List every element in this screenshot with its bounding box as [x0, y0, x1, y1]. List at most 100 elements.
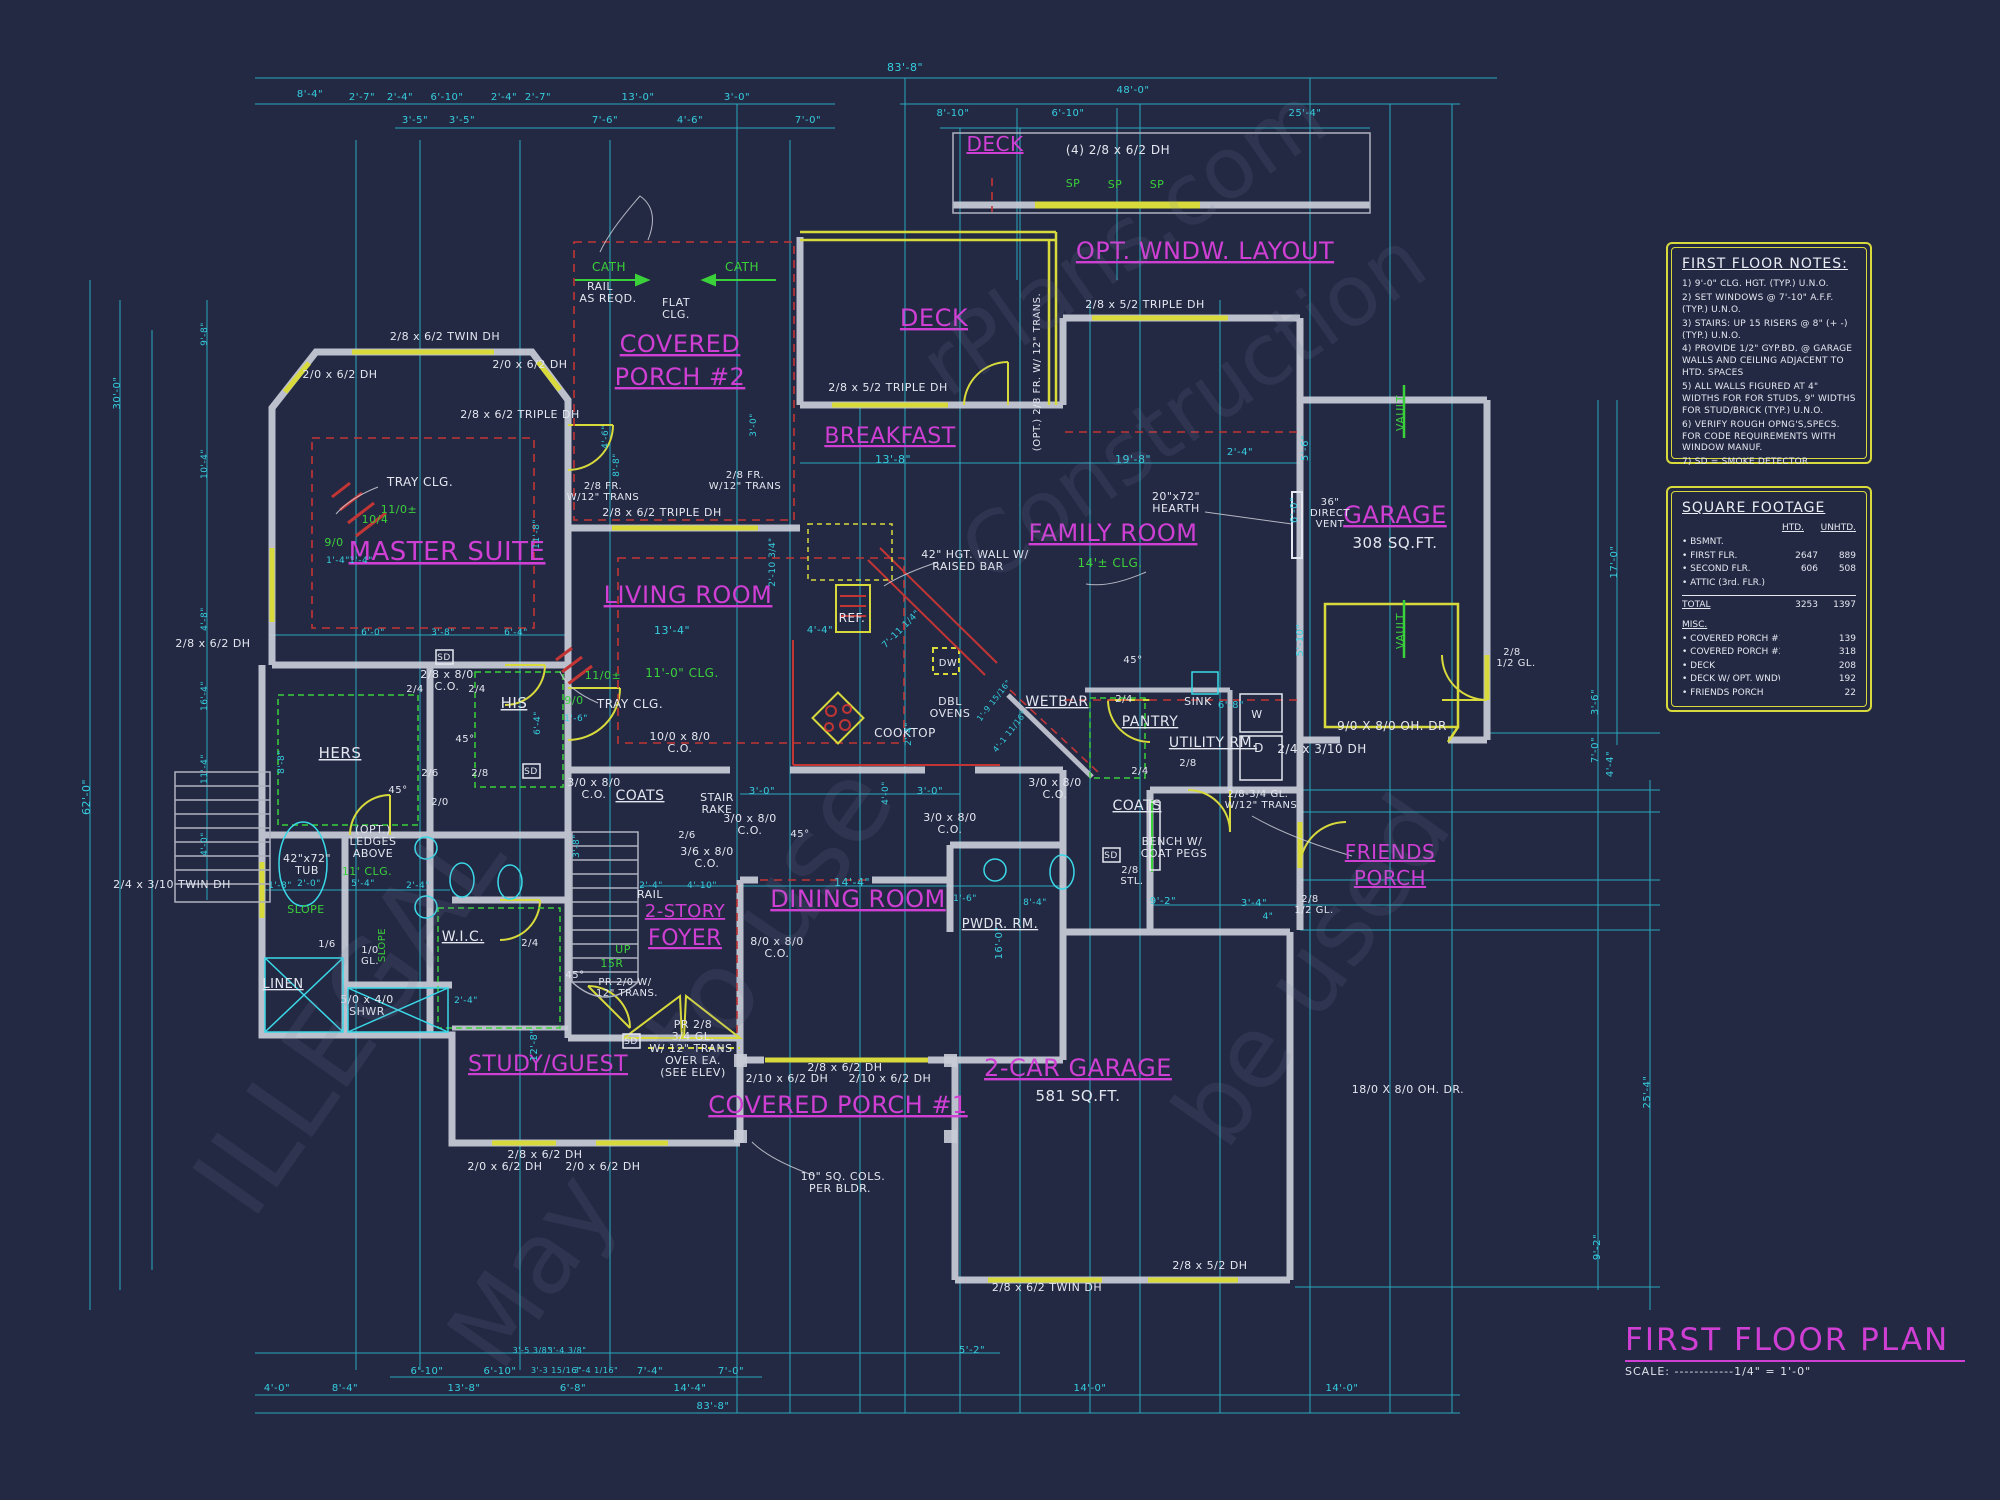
- plan-label: 2'-7": [349, 92, 375, 103]
- plan-label: 5'-4": [351, 879, 375, 889]
- plan-label: C.O.: [582, 788, 607, 801]
- fixtures: [264, 523, 1219, 1033]
- plan-label: 45°: [388, 785, 407, 796]
- plan-label: 3'-4": [1241, 898, 1267, 909]
- plan-label: SHWR: [349, 1005, 385, 1018]
- plan-label: SLOPE: [287, 903, 324, 916]
- plan-label: AS REQD.: [579, 292, 636, 305]
- plan-label: DECK: [966, 132, 1024, 156]
- plan-label: FRIENDS: [1345, 840, 1436, 864]
- plan-label: 12'-8": [529, 1028, 540, 1061]
- plan-label: 8'-4": [297, 89, 323, 100]
- plan-label: 2/4 x 3/10 TWIN DH: [113, 878, 231, 891]
- plan-label: 6'-0": [361, 628, 385, 638]
- stairs: [174, 771, 639, 998]
- leader-lines: [335, 195, 1353, 1177]
- plan-label: 2/8-3/4 GL.: [1228, 789, 1289, 800]
- plan-label: 2/8 x 8/0: [420, 668, 473, 681]
- opt-layout-outline: [952, 132, 1371, 214]
- plan-label: REF.: [839, 611, 866, 625]
- plan-label: 3'-5 3/8": [513, 1346, 552, 1355]
- plan-label: 6'-0": [1289, 497, 1300, 523]
- plan-label: SD: [1104, 851, 1118, 861]
- plan-label: 4'-0": [264, 1383, 290, 1394]
- porch-columns: [734, 1054, 957, 1143]
- plan-label: 308 SQ.FT.: [1352, 534, 1437, 552]
- plan-label: 6'-10": [483, 1366, 516, 1377]
- plan-label: MASTER SUITE: [349, 537, 546, 567]
- note-item: 1) 9'-0" CLG. HGT. (TYP.) U.N.O.: [1682, 279, 1829, 289]
- plan-label: 6'-8": [1218, 700, 1244, 711]
- plan-label: C.O.: [938, 823, 963, 836]
- plan-label: 1/0: [361, 945, 379, 956]
- plan-label: 4'-6": [601, 425, 611, 449]
- plan-label: 2/8 x 6/2 DH: [175, 637, 250, 650]
- plan-label: 11'-0" CLG.: [645, 666, 719, 680]
- plan-label: FLAT: [662, 296, 690, 309]
- plan-label: LINEN: [262, 977, 303, 992]
- plan-label: COVERED: [620, 330, 741, 358]
- plan-label: 5'-10": [1295, 623, 1306, 656]
- plan-label: 4'-4": [807, 625, 833, 636]
- plan-label: SP: [1066, 177, 1081, 190]
- plan-label: 45°: [790, 829, 809, 840]
- plan-label: RAIL: [587, 280, 613, 293]
- plan-label: 10/4: [362, 513, 389, 526]
- plan-label: SP: [1108, 178, 1123, 191]
- plan-label: 4'-4": [1605, 751, 1616, 777]
- drawing-title: FIRST FLOOR PLAN: [1625, 1322, 1965, 1362]
- plan-label: 6'-8": [560, 1383, 586, 1394]
- plan-label: 3'-0": [749, 786, 775, 797]
- plan-label: 9/0: [324, 536, 343, 549]
- plan-label: 11'-8": [532, 519, 542, 549]
- plan-label: 2/8: [1503, 647, 1521, 658]
- plan-label: 3'-4 1/16": [574, 1366, 618, 1375]
- plan-label: 14'-0": [1325, 1383, 1358, 1394]
- plan-label: 8'-4": [1023, 898, 1047, 908]
- plan-label: 2/8 x 5/2 DH: [1172, 1259, 1247, 1272]
- plan-label: 45°: [1123, 655, 1142, 666]
- plan-label: 1/2 GL.: [1294, 905, 1333, 916]
- plan-label: COVERED PORCH #1: [708, 1091, 967, 1119]
- plan-label: 36": [1321, 497, 1340, 508]
- plan-label: 8'-4": [332, 1383, 358, 1394]
- plan-label: CATH: [592, 260, 626, 274]
- plan-label: 2/8: [1301, 894, 1319, 905]
- plan-label: 2'-4": [387, 92, 413, 103]
- plan-label: 1'-4": [326, 556, 350, 566]
- plan-label: C.O.: [738, 824, 763, 837]
- note-item: 5) ALL WALLS FIGURED AT 4" WIDTHS FOR FO…: [1682, 382, 1856, 416]
- ceiling-dashed-lines: [311, 178, 1298, 1035]
- plan-label: 2/0 x 6/2 DH: [302, 368, 377, 381]
- plan-label: 2/0 x 6/2 DH: [467, 1160, 542, 1173]
- plan-label: (OPT.): [355, 823, 391, 836]
- plan-label: 13'-4": [654, 624, 690, 637]
- plan-label: 25'-4": [1642, 1075, 1653, 1108]
- plan-label: 9/0: [564, 694, 583, 707]
- plan-label: 8'-8": [612, 453, 622, 477]
- plan-label: 5'-2": [959, 1345, 985, 1356]
- square-footage-panel: SQUARE FOOTAGE HTD. UNHTD. • BSMNT.• FIR…: [1666, 486, 1872, 712]
- plan-label: 2'-4": [639, 881, 663, 891]
- plan-label: 2/8 x 6/2 TRIPLE DH: [460, 408, 579, 421]
- plan-label: W/12" TRANS: [1225, 800, 1298, 811]
- windows: [259, 201, 1490, 1283]
- plan-label: 2-STORY: [645, 901, 726, 922]
- plan-label: PORCH #2: [615, 363, 746, 391]
- plan-label: 3'-8": [572, 834, 582, 858]
- drawing-scale: SCALE: ------------1/4" = 1'-0": [1625, 1365, 1812, 1378]
- plan-label: (SEE ELEV): [660, 1066, 726, 1079]
- plan-label: 10'-4": [200, 449, 210, 479]
- plan-label: 4'-1 11/16": [991, 709, 1029, 754]
- plan-label: ABOVE: [353, 847, 393, 860]
- plan-label: 2'-4": [454, 996, 478, 1006]
- plan-label: 3'-4 3/8": [548, 1346, 587, 1355]
- plan-label: 5/0 x 4/0: [340, 993, 393, 1006]
- laundry-units: [435, 649, 1283, 1049]
- plan-label: 83'-8": [887, 61, 923, 74]
